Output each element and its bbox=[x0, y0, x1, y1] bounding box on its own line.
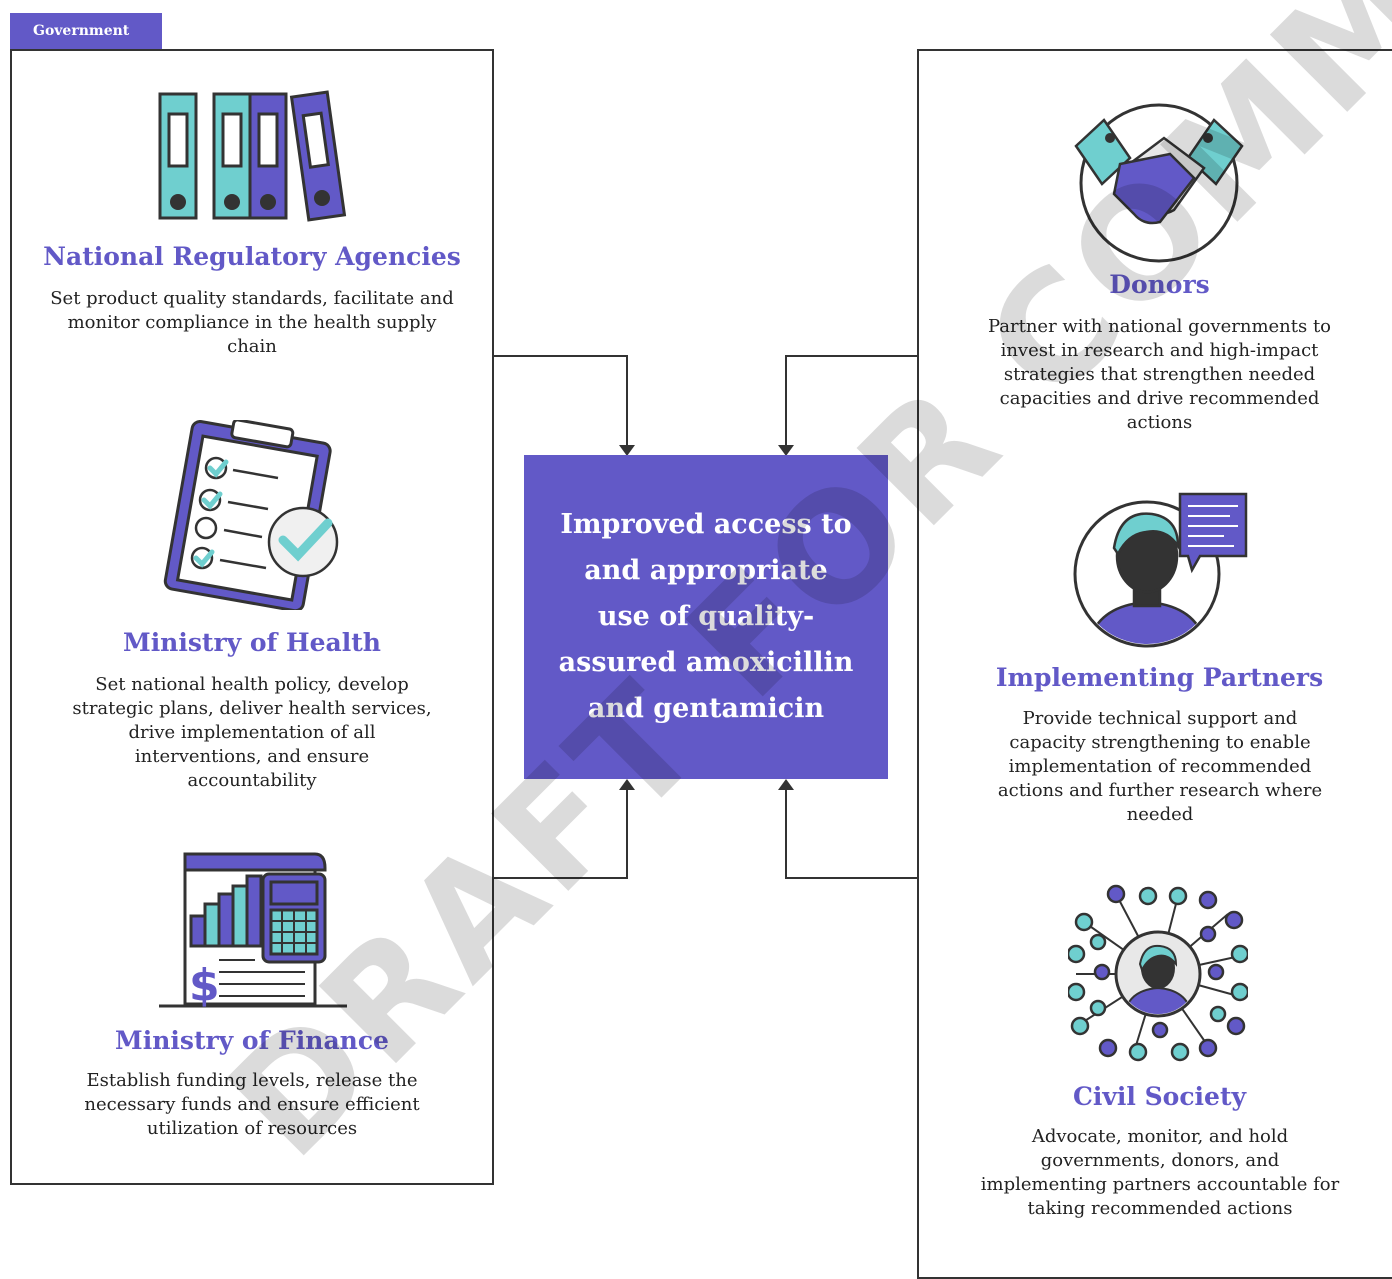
desc-implementing-partners: Provide technical support and capacity s… bbox=[997, 708, 1323, 825]
heading-donors: Donors bbox=[1109, 270, 1210, 299]
speaking-person-icon bbox=[1073, 492, 1248, 648]
government-tag: Government bbox=[10, 13, 162, 49]
desc-civil-society: Advocate, monitor, and hold governments,… bbox=[980, 1126, 1340, 1219]
desc-national-regulatory-agencies: Set product quality standards, facilitat… bbox=[50, 288, 454, 357]
network-community-icon bbox=[1068, 884, 1248, 1062]
clipboard-icon bbox=[163, 420, 339, 610]
heading-national-regulatory-agencies: National Regulatory Agencies bbox=[43, 242, 461, 271]
heading-civil-society: Civil Society bbox=[1072, 1082, 1247, 1111]
heading-ministry-of-finance: Ministry of Finance bbox=[115, 1026, 389, 1055]
outcome-box: Improved access to and appropriate use o… bbox=[524, 455, 888, 779]
handshake-icon bbox=[1074, 103, 1244, 263]
heading-ministry-of-health: Ministry of Health bbox=[123, 628, 381, 657]
svg-text:$: $ bbox=[189, 960, 220, 1010]
binders-icon bbox=[158, 90, 347, 222]
finance-report-icon: $ bbox=[159, 852, 347, 1010]
desc-ministry-of-health: Set national health policy, develop stra… bbox=[72, 674, 432, 791]
desc-donors: Partner with national governments to inv… bbox=[987, 316, 1332, 433]
desc-ministry-of-finance: Establish funding levels, release the ne… bbox=[84, 1070, 420, 1139]
government-panel bbox=[10, 49, 494, 1185]
heading-implementing-partners: Implementing Partners bbox=[995, 663, 1324, 692]
outcome-text: Improved access to and appropriate use o… bbox=[558, 509, 854, 724]
